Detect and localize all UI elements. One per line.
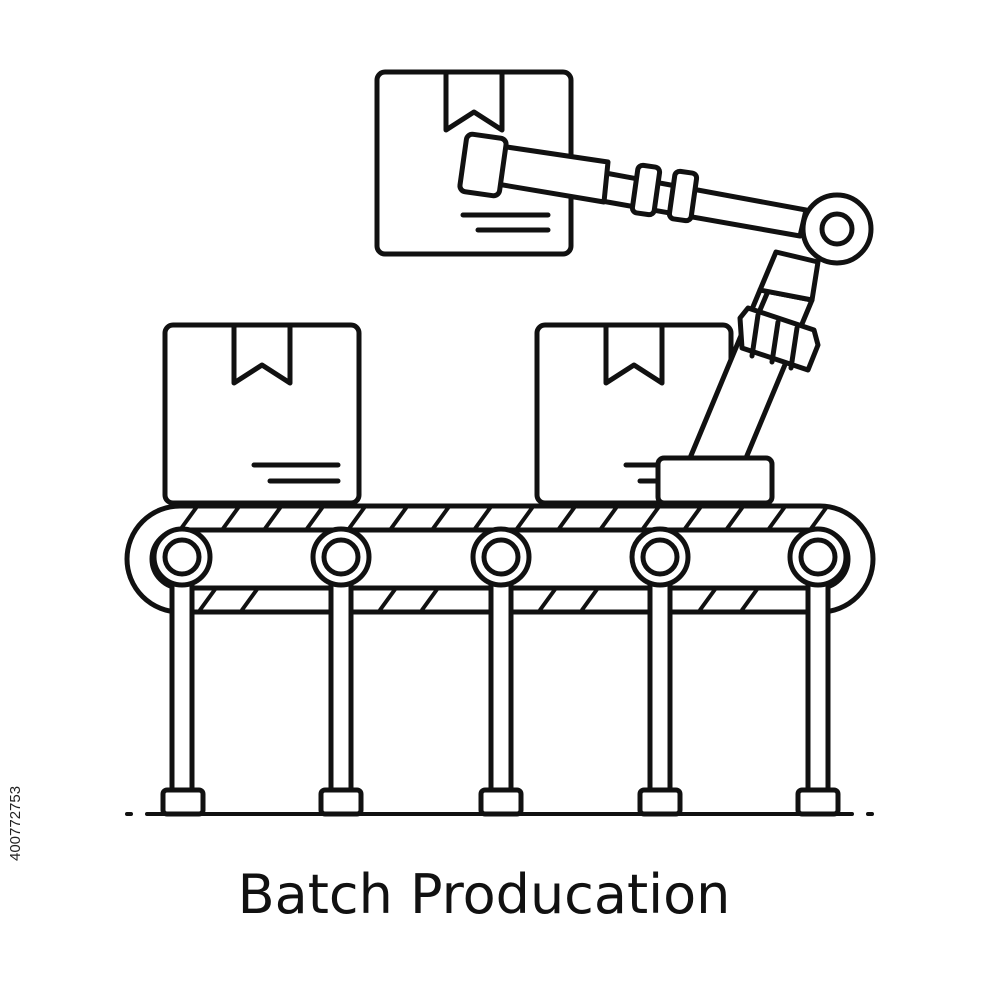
conveyor-legs — [151, 526, 849, 817]
roller-2 — [310, 526, 372, 817]
stock-id-label: 400772753 — [7, 785, 24, 861]
roller-3 — [470, 526, 532, 817]
left-box-icon — [162, 322, 362, 506]
roller-1 — [151, 526, 213, 817]
roller-5 — [787, 526, 849, 817]
roller-4 — [629, 526, 691, 817]
caption-title: Batch Producation — [237, 863, 731, 926]
robot-arm-icon — [457, 131, 874, 506]
